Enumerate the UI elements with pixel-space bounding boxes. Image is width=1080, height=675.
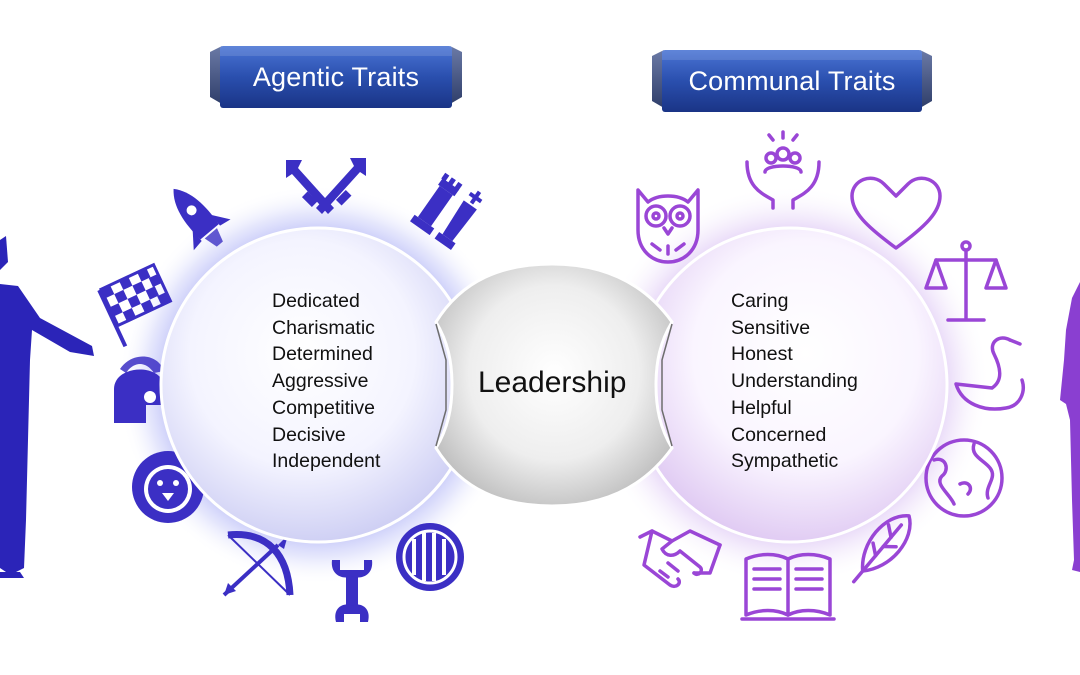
checkered-flag-icon [97,262,173,348]
trait-item: Understanding [731,370,858,393]
trait-item: Sympathetic [731,450,839,473]
care-hands-icon [745,130,821,210]
agentic-trait-list: Dedicated Charismatic Determined Aggress… [272,288,380,475]
agentic-title: Agentic Traits [252,62,420,92]
wrench-icon [331,560,373,622]
trait-item: Concerned [731,423,827,446]
shield-icon [396,523,464,591]
agentic-banner [210,46,462,108]
book-icon [740,552,836,621]
trait-item: Caring [731,290,789,312]
heart-icon [850,176,942,250]
leadership-label: Leadership [478,366,627,399]
trait-item: Honest [731,343,793,366]
trait-item: Independent [272,450,381,473]
man-figure [0,236,94,578]
trait-item: Dedicated [272,290,360,312]
trait-item: Charismatic [272,316,375,339]
communal-banner [652,50,932,112]
swan-icon [954,336,1025,411]
handshake-icon [638,529,722,589]
scales-icon [924,240,1008,322]
communal-title: Communal Traits [688,66,896,96]
trait-item: Competitive [272,396,375,419]
globe-icon [924,438,1004,518]
trait-item: Aggressive [272,370,369,393]
arrows-icon [286,158,366,214]
helmet-icon [114,356,166,423]
trait-item: Decisive [272,423,346,446]
trait-item: Sensitive [731,316,811,339]
leadership-lens [434,262,674,508]
trait-item: Determined [272,343,373,366]
owl-icon [636,188,700,264]
woman-figure [1060,282,1080,572]
rocket-icon [173,188,231,251]
trait-item: Helpful [731,396,792,419]
feather-icon [851,514,912,584]
chess-icon [410,172,483,250]
communal-trait-list: Caring Sensitive Honest Understanding He… [731,288,858,475]
